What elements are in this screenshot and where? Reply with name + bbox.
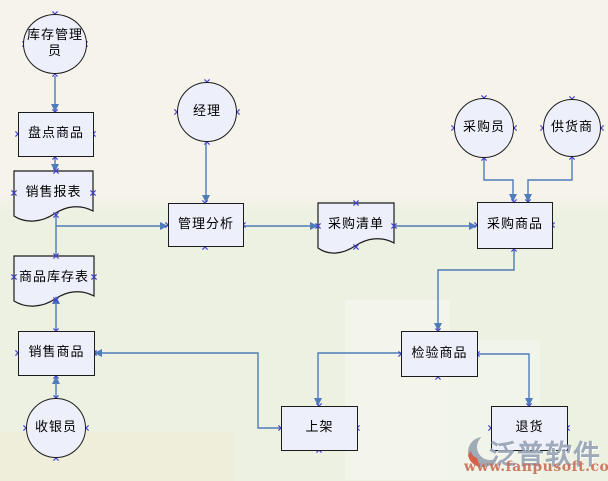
connectors — [54, 76, 573, 429]
node-label: 销售报表 — [25, 184, 82, 200]
node-label: 采购员 — [462, 119, 505, 135]
node-label: 管理分析 — [177, 216, 234, 232]
node-inspect-goods: 检验商品 — [401, 331, 478, 377]
node-cashier: 收银员 — [26, 398, 86, 458]
node-inventory-table: 商品库存表 — [14, 258, 94, 292]
node-label: 退货 — [515, 420, 544, 436]
arrowheads — [51, 104, 533, 406]
edge-shelve-sell-goods — [101, 352, 281, 429]
node-label: 经理 — [192, 103, 221, 119]
node-mgmt-analysis: 管理分析 — [168, 203, 244, 247]
node-label: 盘点商品 — [27, 126, 84, 142]
edge-inspect-goods-returns — [477, 353, 530, 399]
node-label: 商品库存表 — [18, 269, 89, 285]
node-label: 上架 — [305, 420, 334, 436]
node-label: 供货商 — [550, 119, 593, 135]
node-purchaser: 采购员 — [454, 98, 514, 158]
node-sell-goods: 销售商品 — [18, 331, 95, 376]
node-supplier: 供货商 — [543, 99, 601, 157]
node-purchase-goods: 采购商品 — [477, 202, 553, 249]
node-label: 采购清单 — [327, 216, 384, 232]
brand-logo-icon — [468, 437, 498, 467]
node-manager: 经理 — [177, 82, 237, 142]
edge-purchase-goods-inspect-goods — [437, 249, 515, 324]
node-shelve: 上架 — [281, 406, 358, 451]
node-sales-report: 销售报表 — [14, 173, 93, 207]
brand-url: www.fanpusoft.com — [464, 459, 608, 475]
node-returns: 退货 — [491, 406, 568, 451]
sales-report-shape — [13, 170, 94, 222]
node-label: 销售商品 — [28, 345, 85, 361]
edge-inspect-goods-shelve — [317, 352, 401, 399]
node-label: 检验商品 — [411, 345, 468, 361]
edge-supplier-purchase-goods — [527, 157, 573, 195]
node-stocktake: 盘点商品 — [18, 112, 94, 157]
brand-name: 泛普软件 — [489, 440, 601, 471]
node-label: 收银员 — [34, 419, 77, 435]
node-label: 库存管理员 — [26, 27, 83, 59]
node-inventory-manager: 库存管理员 — [23, 14, 87, 74]
document-shapes — [13, 170, 395, 307]
edge-purchaser-purchase-goods — [483, 158, 514, 195]
node-purchase-list: 采购清单 — [318, 205, 394, 239]
node-label: 采购商品 — [486, 217, 543, 233]
